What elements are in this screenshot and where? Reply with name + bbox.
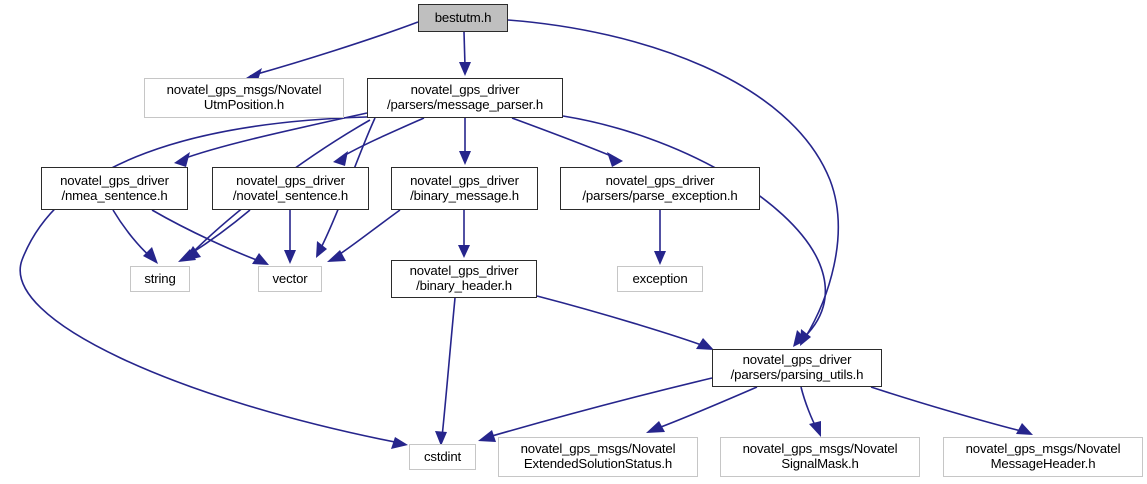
node-binary_message[interactable]: novatel_gps_driver /binary_message.h	[391, 167, 538, 210]
arrowhead-parse_exception-to-exception	[654, 251, 666, 265]
edge-parsing_utils-to-message_header	[870, 386, 1026, 433]
edge-nmea_sentence-to-string	[112, 209, 153, 259]
edge-message_parser-to-parsing_utils	[562, 115, 827, 342]
node-label-ext_solution_status: novatel_gps_msgs/Novatel ExtendedSolutio…	[520, 441, 676, 471]
arrowhead-message_parser-to-nmea_sentence	[174, 152, 190, 167]
arrowhead-binary_header-to-parsing_utils	[696, 338, 714, 350]
edge-bestutm-to-parsing_utils	[507, 19, 840, 339]
node-label-vector: vector	[272, 270, 308, 286]
arrowhead-message_parser-to-cstdint	[391, 437, 408, 449]
node-label-utm_position: novatel_gps_msgs/Novatel UtmPosition.h	[166, 82, 322, 112]
node-label-exception: exception	[632, 270, 688, 286]
arrowhead-nmea_sentence-to-vector	[252, 253, 269, 265]
edge-binary_header-to-parsing_utils	[536, 295, 708, 348]
arrowhead-binary_message-to-vector	[327, 250, 346, 262]
node-bestutm[interactable]: bestutm.h	[418, 4, 508, 32]
arrowhead-binary_message-to-binary_header	[458, 245, 470, 258]
edge-message_parser-to-parse_exception	[511, 117, 617, 159]
node-label-binary_message: novatel_gps_driver /binary_message.h	[410, 172, 519, 203]
edge-message_parser-to-novatel_sentence	[339, 117, 425, 159]
edge-message_parser-to-cstdint	[19, 116, 401, 444]
node-parsing_utils[interactable]: novatel_gps_driver /parsers/parsing_util…	[712, 349, 882, 387]
edge-binary_header-to-cstdint	[441, 297, 456, 438]
node-message_header[interactable]: novatel_gps_msgs/Novatel MessageHeader.h	[943, 437, 1143, 477]
arrowhead-parsing_utils-to-ext_solution_status	[646, 421, 665, 433]
node-label-nmea_sentence: novatel_gps_driver /nmea_sentence.h	[60, 172, 169, 203]
edge-bestutm-to-utm_position	[249, 21, 419, 77]
node-nmea_sentence[interactable]: novatel_gps_driver /nmea_sentence.h	[41, 167, 188, 210]
edge-binary_message-to-vector	[333, 209, 401, 259]
arrowhead-message_parser-to-binary_message	[459, 151, 471, 165]
node-message_parser[interactable]: novatel_gps_driver /parsers/message_pars…	[367, 78, 563, 118]
arrowhead-novatel_sentence-to-vector	[284, 250, 296, 264]
node-label-signal_mask: novatel_gps_msgs/Novatel SignalMask.h	[742, 441, 898, 471]
node-exception[interactable]: exception	[617, 266, 703, 292]
node-label-novatel_sentence: novatel_gps_driver /novatel_sentence.h	[232, 172, 349, 203]
arrowhead-parsing_utils-to-signal_mask	[809, 421, 821, 437]
arrowhead-nmea_sentence-to-string	[143, 247, 158, 264]
arrowhead-message_parser-to-parse_exception	[607, 152, 623, 167]
node-cstdint[interactable]: cstdint	[409, 444, 476, 470]
node-signal_mask[interactable]: novatel_gps_msgs/Novatel SignalMask.h	[720, 437, 920, 477]
arrowhead-parsing_utils-to-message_header	[1016, 423, 1033, 435]
node-label-message_parser: novatel_gps_driver /parsers/message_pars…	[386, 82, 544, 112]
node-novatel_sentence[interactable]: novatel_gps_driver /novatel_sentence.h	[212, 167, 369, 210]
node-label-parsing_utils: novatel_gps_driver /parsers/parsing_util…	[730, 352, 864, 382]
node-binary_header[interactable]: novatel_gps_driver /binary_header.h	[391, 260, 537, 298]
arrowhead-novatel_sentence-to-string	[178, 249, 196, 262]
node-utm_position[interactable]: novatel_gps_msgs/Novatel UtmPosition.h	[144, 78, 344, 118]
edge-novatel_sentence-to-string	[183, 209, 251, 259]
arrowhead-message_parser-to-parsing_utils	[793, 330, 807, 347]
edge-nmea_sentence-to-vector	[151, 209, 263, 263]
node-label-binary_header: novatel_gps_driver /binary_header.h	[409, 263, 519, 293]
arrowhead-bestutm-to-message_parser	[459, 62, 471, 76]
edge-parsing_utils-to-cstdint	[484, 377, 713, 439]
arrowhead-message_parser-to-novatel_sentence	[333, 151, 348, 166]
edge-parsing_utils-to-ext_solution_status	[652, 386, 758, 431]
node-parse_exception[interactable]: novatel_gps_driver /parsers/parse_except…	[560, 167, 760, 210]
edge-message_parser-to-nmea_sentence	[179, 112, 368, 161]
node-label-bestutm: bestutm.h	[434, 9, 492, 25]
edge-bestutm-to-message_parser	[463, 31, 466, 67]
node-label-string: string	[144, 270, 176, 286]
arrowhead-binary_header-to-cstdint	[435, 431, 447, 446]
node-ext_solution_status[interactable]: novatel_gps_msgs/Novatel ExtendedSolutio…	[498, 437, 698, 477]
arrowhead-parsing_utils-to-cstdint	[478, 430, 496, 442]
node-label-parse_exception: novatel_gps_driver /parsers/parse_except…	[582, 172, 738, 203]
node-vector[interactable]: vector	[258, 266, 322, 292]
arrowhead-message_parser-to-vector	[316, 241, 327, 258]
node-label-cstdint: cstdint	[423, 448, 462, 464]
node-string[interactable]: string	[130, 266, 190, 292]
node-label-message_header: novatel_gps_msgs/Novatel MessageHeader.h	[965, 441, 1121, 471]
